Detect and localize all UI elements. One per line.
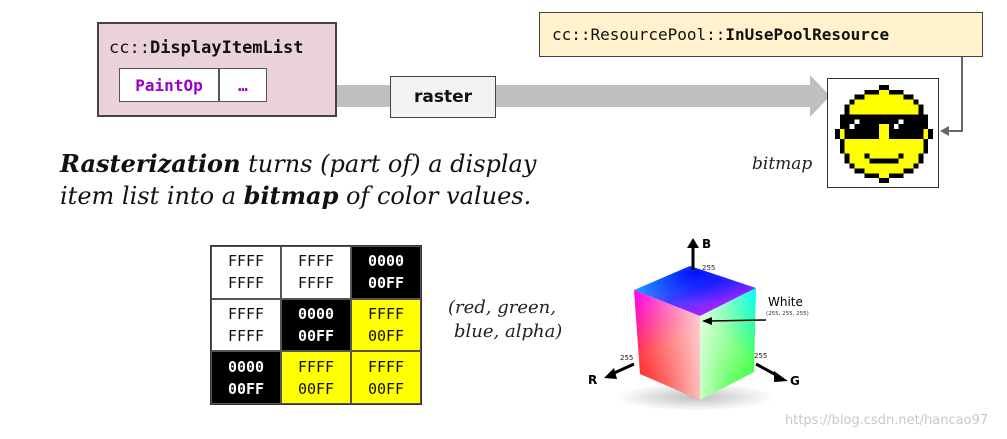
- pixel-cell: FFFF FFFF: [211, 298, 281, 352]
- pixel-cell: FFFF FFFF: [281, 246, 351, 299]
- resource-pool-box: cc::ResourcePool::InUsePoolResource: [539, 12, 983, 57]
- pixel-value-bottom: 00FF: [297, 326, 335, 345]
- axis-b-max-label: 255: [702, 264, 715, 272]
- pixel-value-bottom: 00FF: [367, 274, 405, 293]
- axis-g-label: G: [790, 374, 800, 388]
- pixel-cell: 0000 00FF: [351, 246, 421, 299]
- axis-r-max-label: 255: [620, 354, 633, 362]
- bitmap-label: bitmap: [752, 154, 813, 174]
- pixel-value-bottom: FFFF: [227, 326, 265, 345]
- pool-connector-arrowhead: [940, 126, 949, 136]
- caption-bitmap-word: bitmap: [243, 181, 339, 210]
- pixel-value-bottom: FFFF: [297, 274, 335, 293]
- rgba-label: (red, green, blue, alpha): [448, 297, 563, 342]
- caption-term: Rasterization: [60, 149, 241, 178]
- resource-pool-prefix: cc::ResourcePool::: [552, 25, 726, 44]
- pixel-value-top: FFFF: [367, 357, 405, 376]
- axis-g-max-label: 255: [754, 352, 767, 360]
- resource-pool-name: InUsePoolResource: [725, 25, 890, 44]
- ellipsis-cell: …: [219, 68, 267, 102]
- pixel-value-top: FFFF: [297, 357, 335, 376]
- pixel-value-top: FFFF: [297, 252, 335, 271]
- white-pointer-arrow: [709, 319, 767, 322]
- pool-connector-line: [947, 40, 963, 132]
- pixel-cell: 0000 00FF: [211, 351, 281, 404]
- pixel-value-top: 0000: [297, 304, 335, 323]
- pixel-cell: FFFF 00FF: [351, 298, 421, 352]
- axis-r-label: R: [588, 373, 597, 387]
- pixel-value-grid: FFFF FFFF FFFF FFFF 0000 00FF FFFF FFFF 0000 00FF…: [210, 245, 422, 405]
- rasterization-caption: Rasterization turns (part of) a display …: [60, 149, 537, 210]
- pixel-value-bottom: 00FF: [297, 379, 335, 398]
- pixel-cell: 0000 00FF: [281, 298, 351, 352]
- sunglasses-smiley-icon: [834, 84, 934, 184]
- pixel-value-top: FFFF: [227, 252, 265, 271]
- pixel-value-top: FFFF: [227, 304, 265, 323]
- pixel-cell: FFFF 00FF: [351, 351, 421, 404]
- display-item-list-box: cc::DisplayItemList PaintOp …: [97, 22, 337, 117]
- pixel-value-top: 0000: [367, 252, 405, 271]
- pixel-value-bottom: 00FF: [367, 326, 405, 345]
- watermark: https://blog.csdn.net/hancao97: [785, 413, 989, 428]
- pixel-value-bottom: 00FF: [367, 379, 405, 398]
- white-label: White: [768, 295, 803, 309]
- pixel-value-top: FFFF: [367, 304, 405, 323]
- rgb-color-cube: B 255 R 255 G 255 White (255, 255, 255): [588, 237, 809, 411]
- paint-op-cell: PaintOp: [119, 68, 219, 102]
- pixel-value-top: 0000: [227, 357, 265, 376]
- raster-label: raster: [390, 76, 496, 118]
- axis-r-arrow: [611, 362, 635, 376]
- axis-b-label: B: [702, 237, 711, 251]
- pixel-cell: FFFF 00FF: [281, 351, 351, 404]
- pixel-value-bottom: FFFF: [227, 274, 265, 293]
- bitmap-frame: [827, 78, 939, 188]
- pixel-value-bottom: 00FF: [227, 379, 265, 398]
- pixel-cell: FFFF FFFF: [211, 246, 281, 299]
- display-item-list-title: cc::DisplayItemList: [109, 38, 304, 58]
- white-value-label: (255, 255, 255): [766, 311, 809, 317]
